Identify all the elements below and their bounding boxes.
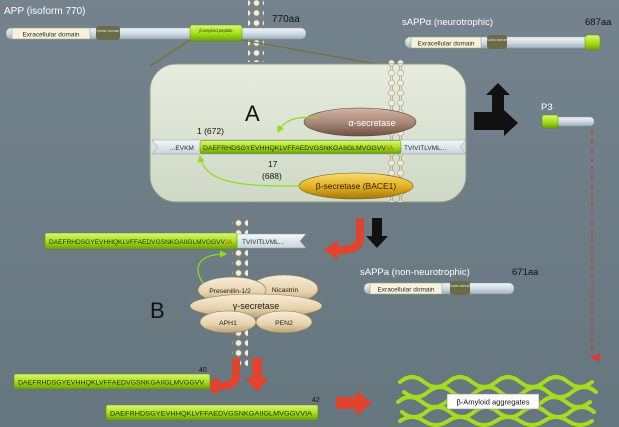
c99-seq: DAEFRHDSGYEVHHQKLVFFAEDVGSNKGAIIGLMVGGVV xyxy=(49,239,226,246)
pos-end-1: 17 xyxy=(268,159,278,169)
beta-secretase-label: β-secretase (BACE1) xyxy=(316,181,397,191)
sappa-title: sAPPα (neurotrophic) xyxy=(402,17,493,28)
c99-seq-right: TVIVITLVML... xyxy=(242,239,284,246)
zoom-line-left xyxy=(149,39,191,67)
app-length: 770aa xyxy=(272,14,300,25)
nicastrin-label: Nicastrin xyxy=(272,287,299,294)
panel-a-sequence: ...EVKM DAEFRHDSGYEVHHQKLVFFAEDVGSNKGAII… xyxy=(151,139,467,155)
seq-a-left: ...EVKM xyxy=(170,145,194,152)
sappa-bar: Exracellular domain Kunitz domain xyxy=(404,34,601,51)
beta-secretase: β-secretase (BACE1) xyxy=(298,172,414,200)
zoom-line-right xyxy=(241,39,389,67)
app-bar: Exracellular domain Kunitz domain β-amyl… xyxy=(5,24,307,42)
abeta42-seq: DAEFRHDSGYEVHHQKLVFFAEDVGSNKGAIIGLMVGGVV… xyxy=(110,411,313,418)
p3-label: P3 xyxy=(541,102,553,113)
sappb-extracellular-label: Exracellular domain xyxy=(377,287,434,294)
branch-arrow-right xyxy=(474,83,518,136)
alpha-secretase: α-secretase xyxy=(303,107,417,137)
app-title: APP (isoform 770) xyxy=(4,6,86,17)
sappb-title: sAPPa (non-neurotrophic) xyxy=(360,267,470,278)
app-kunitz-box xyxy=(96,26,120,40)
app-extracellular-box xyxy=(11,27,91,40)
c99-sequence: DAEFRHDSGYEVHHQKLVFFAEDVGSNKGAIIGLMVGGVV… xyxy=(44,232,307,250)
sappb-length: 671aa xyxy=(512,267,539,278)
abeta40-seq: DAEFRHDSGYEVHHQKLVFFAEDVGSNKGAIIGLMVGGVV xyxy=(18,380,205,387)
red-arrow-curved-bottom xyxy=(205,358,240,396)
seq-a-main: DAEFRHDSGYEVHHQKLVFFAEDVGSNKGAIIGLMVGGVV xyxy=(203,145,387,152)
abeta40-peptide: DAEFRHDSGYEVHHQKLVFFAEDVGSNKGAIIGLMVGGVV xyxy=(13,373,211,390)
pos-start: 1 (672) xyxy=(197,126,224,136)
aph1-label: APH1 xyxy=(219,320,237,327)
seq-a-right: TVIVITLVML... xyxy=(404,145,446,152)
p3-bar xyxy=(541,114,595,129)
app-kunitz-label: Kunitz domain xyxy=(97,29,120,33)
red-arrow-curved-top xyxy=(324,218,364,260)
app-extracellular-label: Exracellular domain xyxy=(22,32,79,39)
red-arrow-right xyxy=(336,390,372,416)
beta-cleavage-arrow xyxy=(197,154,301,187)
sappb-bar: Exracellular domain Kunitz domain xyxy=(363,281,515,295)
alpha-cleavage-arrow xyxy=(277,116,319,134)
sappb-extracellular-box xyxy=(369,282,443,295)
alpha-secretase-label: α-secretase xyxy=(348,118,395,128)
sappb-kunitz-box xyxy=(450,281,470,295)
panel-a-letter: A xyxy=(245,101,260,126)
pen2-subunit xyxy=(255,310,313,334)
aggregates-label: β-Amyloid aggregates xyxy=(456,398,529,407)
sappa-end-box xyxy=(584,34,601,51)
aggregates-label-box xyxy=(446,393,540,410)
c99-seq-tail: IA xyxy=(226,239,233,246)
sappb-kunitz-label: Kunitz domain xyxy=(449,284,471,288)
abeta42-length: 42 xyxy=(312,397,320,404)
app-abeta-box xyxy=(189,24,243,42)
app-abeta-label: β-amyloid peptide xyxy=(199,28,233,33)
sappa-kunitz-box xyxy=(487,35,507,49)
abeta42-peptide: DAEFRHDSGYEVHHQKLVFFAEDVGSNKGAIIGLMVGGVV… xyxy=(105,404,319,421)
gamma-cleavage-arrow xyxy=(197,250,228,287)
sappa-kunitz-label: Kunitz domain xyxy=(486,38,508,42)
gamma-secretase-complex: Presenilin-1/2 Nicastrin γ-secretase APH… xyxy=(189,274,323,334)
black-arrow-down xyxy=(366,218,388,248)
red-arrow-down xyxy=(245,358,269,392)
panel-b-letter: B xyxy=(150,298,165,323)
sappa-extracellular-label: Exracellular domain xyxy=(417,41,474,48)
seq-a-main-tail: IA xyxy=(387,145,394,152)
abeta40-length: 40 xyxy=(199,367,207,374)
seq-a-abeta-box xyxy=(199,140,402,154)
sappa-length: 687aa xyxy=(585,17,612,28)
gamma-secretase-label: γ-secretase xyxy=(233,301,280,311)
sappa-extracellular-box xyxy=(410,36,482,49)
pen2-label: PEN2 xyxy=(275,320,293,327)
presenilin-label: Presenilin-1/2 xyxy=(209,288,251,295)
pos-end-2: (688) xyxy=(262,171,282,181)
